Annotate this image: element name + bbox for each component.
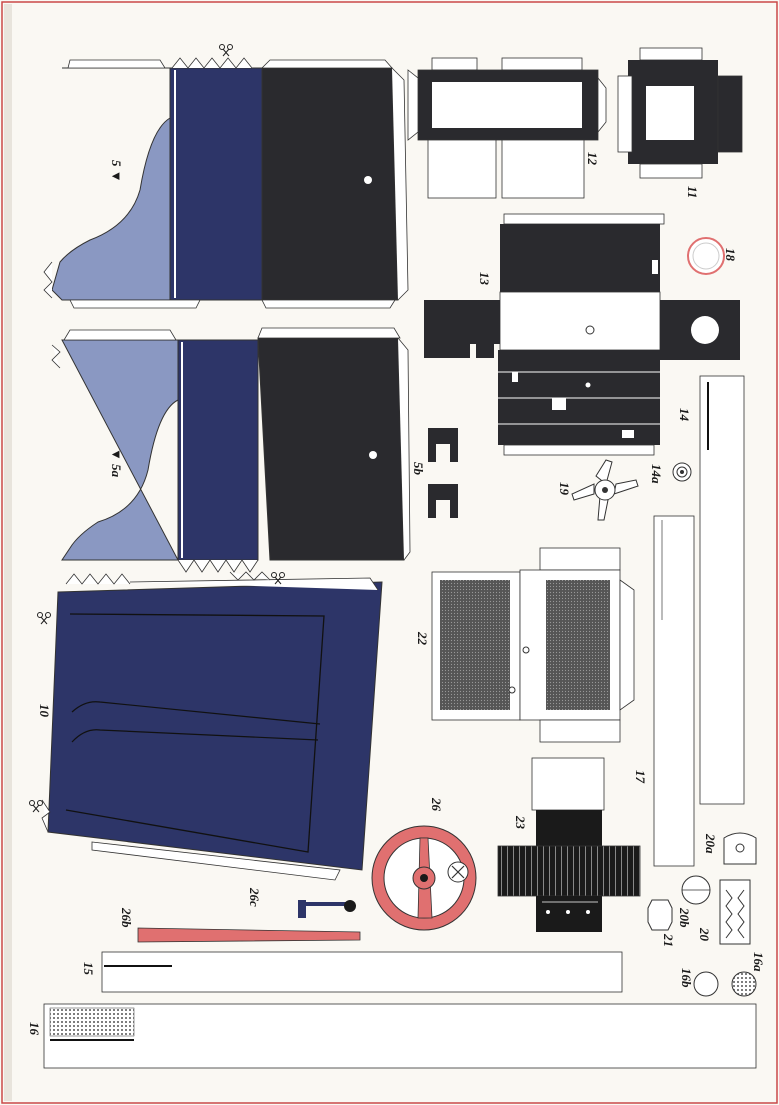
label-part-21: 21 <box>661 933 676 947</box>
label-part-15: 15 <box>81 962 96 976</box>
part-21 <box>647 899 673 931</box>
label-part-16b: 16b <box>679 968 694 988</box>
label-part-18: 18 <box>723 248 738 262</box>
label-part-13: 13 <box>477 272 492 286</box>
part-17 <box>653 515 695 867</box>
part-22 <box>431 547 635 743</box>
part-18 <box>687 237 725 275</box>
part-5a <box>51 327 411 573</box>
label-part-20: 20 <box>697 927 712 942</box>
part-20b <box>681 875 711 905</box>
label-part-5a: ▼ 5a <box>109 448 124 478</box>
label-part-14: 14 <box>677 408 692 422</box>
label-part-17: 17 <box>633 770 648 784</box>
label-part-5b: 5b <box>411 462 426 476</box>
left-shadow <box>4 4 12 1101</box>
part-16b <box>693 971 719 997</box>
label-part-26b: 26b <box>119 907 134 928</box>
scissors-icon <box>29 800 43 813</box>
part-26b <box>137 927 361 943</box>
part-20 <box>719 879 751 945</box>
part-14 <box>699 375 745 805</box>
part-5b <box>428 428 458 518</box>
part-23 <box>497 757 641 932</box>
label-part-14a: 14a <box>649 464 664 484</box>
part-14a <box>672 462 692 482</box>
part-15 <box>101 951 623 993</box>
part-10 <box>41 571 383 881</box>
label-part-22: 22 <box>415 631 430 646</box>
part-16a <box>731 971 757 997</box>
label-part-12: 12 <box>585 152 600 166</box>
scissors-icon <box>37 612 51 625</box>
scissors-icon <box>219 44 233 57</box>
label-part-26: 26 <box>429 797 444 812</box>
part-26 <box>371 825 477 931</box>
scissors-icon <box>271 572 285 585</box>
label-part-26c: 26c <box>247 887 262 907</box>
label-part-16: 16 <box>27 1022 42 1036</box>
part-11 <box>617 47 743 179</box>
label-part-5: 5 ▼ <box>109 160 124 183</box>
label-part-23: 23 <box>513 815 528 830</box>
part-19 <box>571 459 639 521</box>
label-part-10: 10 <box>37 704 52 718</box>
label-part-20b: 20b <box>677 907 692 928</box>
label-part-19: 19 <box>557 482 572 496</box>
part-13 <box>424 213 740 456</box>
part-16 <box>43 1003 757 1069</box>
part-26c <box>298 900 356 918</box>
label-part-11: 11 <box>685 186 700 198</box>
part-12 <box>407 57 607 199</box>
label-part-20a: 20a <box>703 833 718 854</box>
label-part-16a: 16a <box>751 952 766 972</box>
part-20a <box>723 832 757 865</box>
part-5 <box>43 57 409 309</box>
